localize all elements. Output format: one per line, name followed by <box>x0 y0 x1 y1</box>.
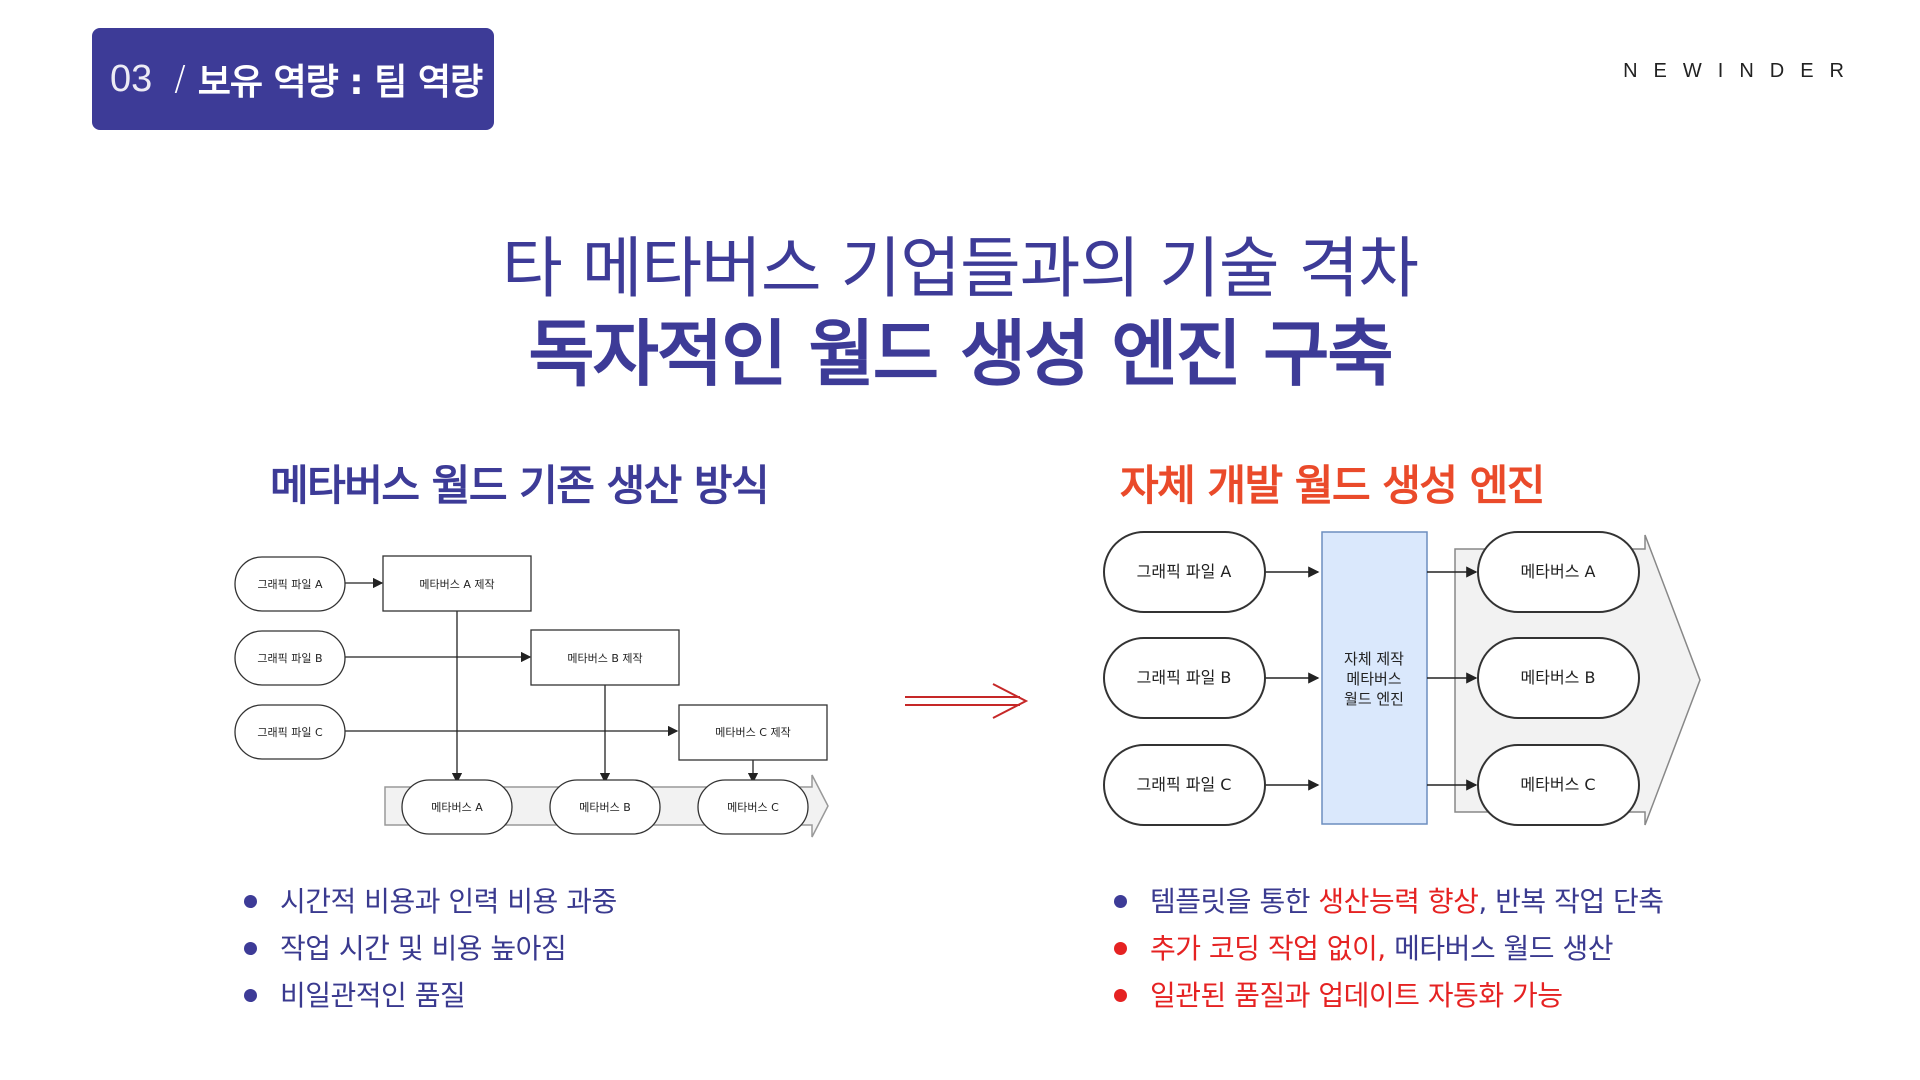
right-output-b <box>1477 637 1640 719</box>
bullet-text-1b: , 반복 작업 단축 <box>1478 885 1664 918</box>
page-title-line2: 독자적인 월드 생성 엔진 구축 <box>528 312 1393 396</box>
bullet-text: 시간적 비용과 인력 비용 과중 <box>280 885 617 918</box>
right-output-a-label: 메타버스 A <box>1521 562 1596 581</box>
engine-label-line1: 자체 제작 <box>1344 650 1404 668</box>
bullet-dot-icon <box>1114 989 1127 1002</box>
bullet-dot-icon <box>244 942 257 955</box>
right-output-b-label: 메타버스 B <box>1521 668 1596 687</box>
list-item: 작업 시간 및 비용 높아짐 <box>240 925 617 972</box>
right-output-c-label: 메타버스 C <box>1520 775 1595 794</box>
bullet-dot-icon <box>1114 895 1127 908</box>
section-number: 03 <box>110 57 153 100</box>
left-process-b-label: 메타버스 B 제작 <box>567 652 642 665</box>
bullet-highlight: 생산능력 향상 <box>1318 885 1479 918</box>
list-item: 추가 코딩 작업 없이, 메타버스 월드 생산 <box>1110 925 1664 972</box>
list-item: 비일관적인 품질 <box>240 972 617 1019</box>
left-output-b-label: 메타버스 B <box>579 801 631 814</box>
left-process-a-label: 메타버스 A 제작 <box>419 578 494 591</box>
page-title-line1: 타 메타버스 기업들과의 기술 격차 <box>502 230 1419 307</box>
left-output-a-label: 메타버스 A <box>431 801 483 814</box>
right-output-c <box>1477 744 1640 826</box>
left-input-b <box>234 630 346 686</box>
section-tag: 03 / 보유 역량 : 팀 역량 <box>92 28 494 130</box>
left-bullet-list: 시간적 비용과 인력 비용 과중 작업 시간 및 비용 높아짐 비일관적인 품질 <box>240 878 617 1019</box>
engine-label-line3: 월드 엔진 <box>1344 690 1404 708</box>
left-input-c <box>234 704 346 760</box>
bullet-dot-icon <box>244 895 257 908</box>
left-input-a <box>234 556 346 612</box>
left-output-b <box>549 779 661 835</box>
right-output-a <box>1477 531 1640 613</box>
list-item: 시간적 비용과 인력 비용 과중 <box>240 878 617 925</box>
right-input-c-label: 그래픽 파일 C <box>1137 775 1232 794</box>
left-process-c-label: 메타버스 C 제작 <box>715 726 790 739</box>
right-input-b <box>1103 637 1266 719</box>
right-input-a <box>1103 531 1266 613</box>
bullet-dot-icon <box>244 989 257 1002</box>
list-item: 일관된 품질과 업데이트 자동화 가능 <box>1110 972 1664 1019</box>
section-separator: / <box>174 59 186 99</box>
left-process-c <box>678 704 828 761</box>
left-heading: 메타버스 월드 기존 생산 방식 <box>270 461 770 510</box>
right-heading: 자체 개발 월드 생성 엔진 <box>1120 461 1545 510</box>
right-bullet-list: 템플릿을 통한 생산능력 향상, 반복 작업 단축 추가 코딩 작업 없이, 메… <box>1110 878 1664 1019</box>
right-input-a-label: 그래픽 파일 A <box>1137 562 1232 581</box>
bullet-text-2b: 메타버스 월드 생산 <box>1385 932 1613 965</box>
bullet-text: 작업 시간 및 비용 높아짐 <box>280 932 567 965</box>
left-output-c <box>697 779 809 835</box>
left-output-a <box>401 779 513 835</box>
left-input-a-label: 그래픽 파일 A <box>257 577 323 591</box>
left-input-b-label: 그래픽 파일 B <box>257 651 322 665</box>
right-input-c <box>1103 744 1266 826</box>
bullet-highlight: 일관된 품질과 업데이트 자동화 가능 <box>1150 979 1563 1012</box>
bullet-text-1a: 템플릿을 통한 <box>1150 885 1319 918</box>
left-output-c-label: 메타버스 C <box>727 801 779 814</box>
brand-logo: NEWINDER <box>1623 60 1860 82</box>
engine-label-line2: 메타버스 <box>1346 670 1401 688</box>
right-input-b-label: 그래픽 파일 B <box>1137 668 1232 687</box>
left-process-a <box>382 555 532 612</box>
engine-box <box>1321 531 1428 825</box>
transition-arrow-icon <box>905 683 1029 719</box>
bullet-text: 비일관적인 품질 <box>280 979 466 1012</box>
left-process-b <box>530 629 680 686</box>
bullet-dot-icon <box>1114 942 1127 955</box>
list-item: 템플릿을 통한 생산능력 향상, 반복 작업 단축 <box>1110 878 1664 925</box>
left-input-c-label: 그래픽 파일 C <box>257 725 323 739</box>
section-title: 보유 역량 : 팀 역량 <box>197 62 483 103</box>
bullet-highlight: 추가 코딩 작업 없이, <box>1150 932 1386 965</box>
